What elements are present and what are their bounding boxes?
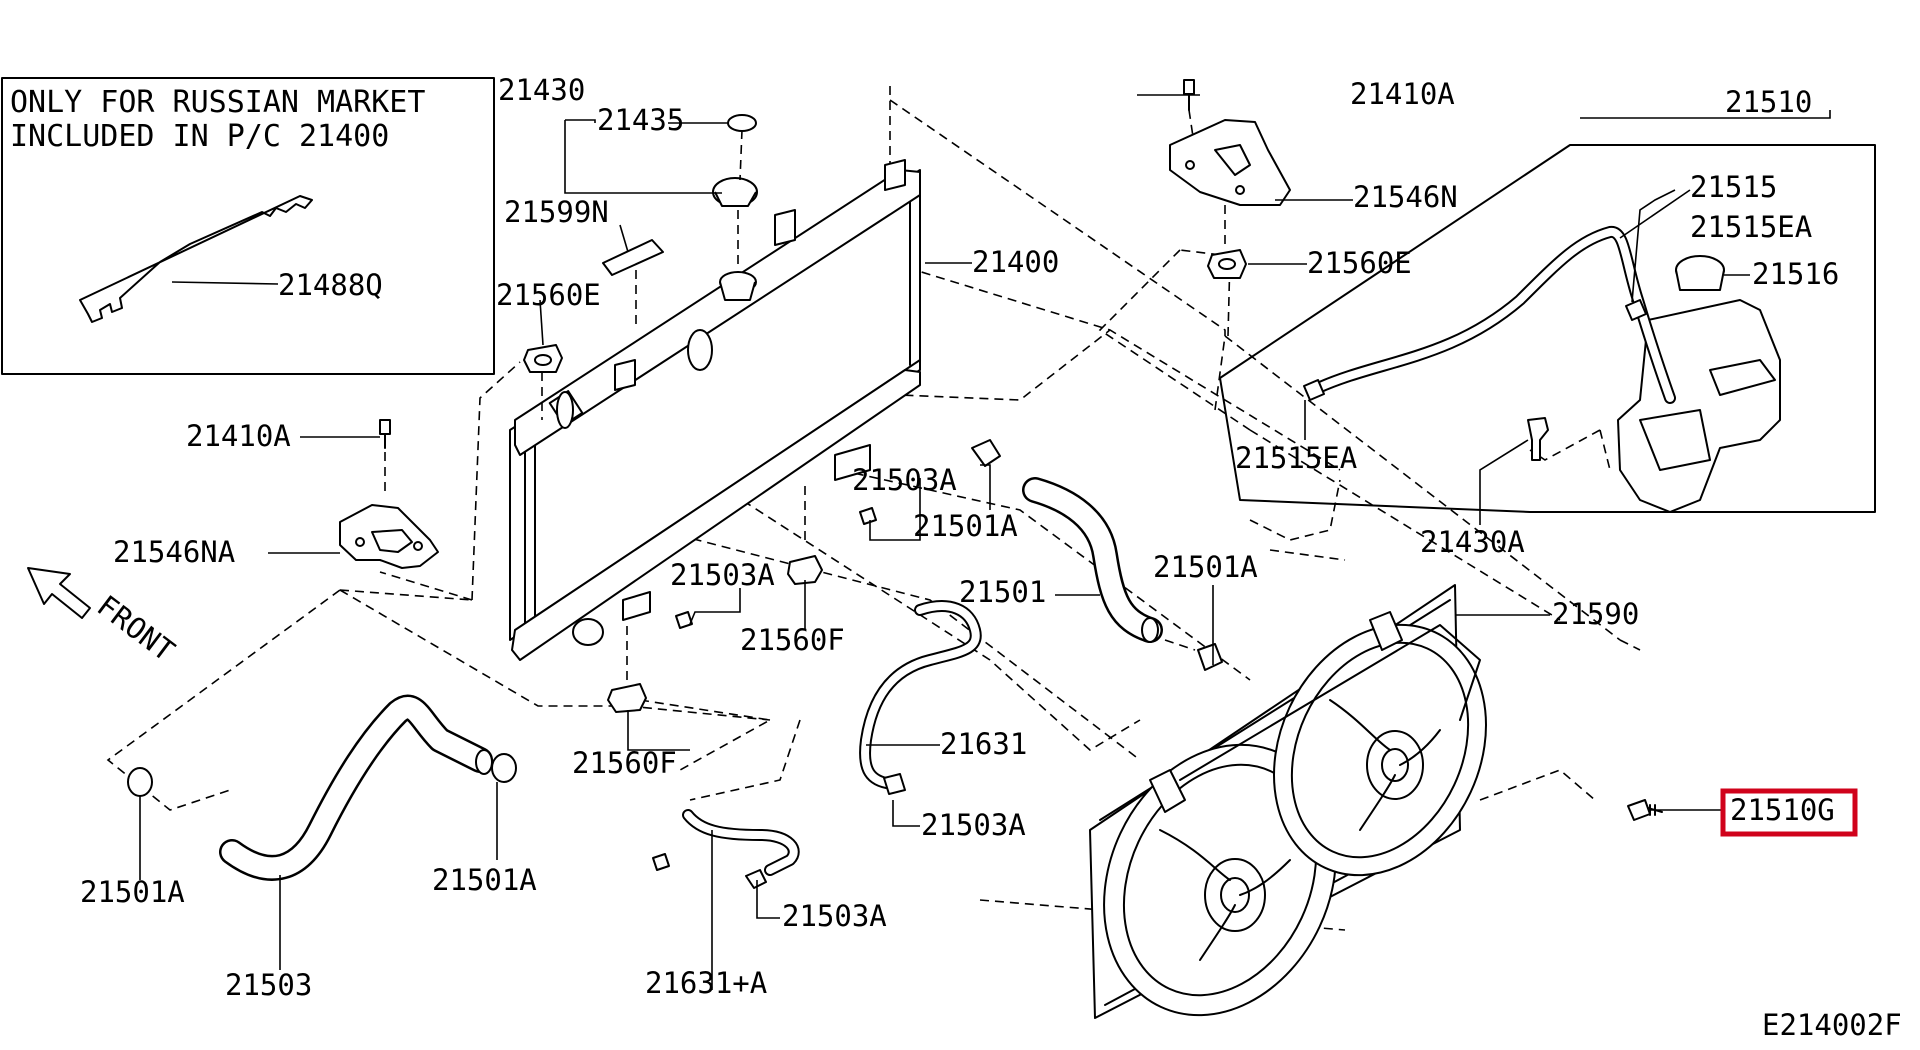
part-labels: 21430 21435 21599N 21560E 21400 21410A 2… — [80, 73, 1902, 1042]
upper-hose-21501[interactable] — [971, 439, 1223, 671]
label-plate-21599n — [602, 239, 664, 276]
label-21503a-3[interactable]: 21503A — [921, 808, 1026, 842]
assembly-dashed-lines — [106, 86, 1641, 931]
label-21516[interactable]: 21516 — [1752, 257, 1839, 291]
label-21430a[interactable]: 21430A — [1420, 525, 1525, 559]
leader-lines — [139, 94, 1831, 970]
label-21501[interactable]: 21501 — [959, 575, 1046, 609]
label-21546na[interactable]: 21546NA — [113, 535, 235, 569]
label-21510g[interactable]: 21510G — [1730, 793, 1835, 827]
label-21560e-left[interactable]: 21560E — [496, 278, 601, 312]
label-21515ea-2[interactable]: 21515EA — [1235, 441, 1357, 475]
top-bracket-parts — [1169, 79, 1291, 279]
diagram-code: E214002F — [1762, 1008, 1902, 1042]
label-21503a-2[interactable]: 21503A — [670, 558, 775, 592]
label-21400[interactable]: 21400 — [972, 245, 1059, 279]
label-21546n[interactable]: 21546N — [1353, 180, 1458, 214]
bolt-21510g[interactable] — [1627, 799, 1663, 821]
label-21503a-4[interactable]: 21503A — [782, 899, 887, 933]
radiator-21400[interactable] — [509, 114, 921, 661]
highlight-box-21510g — [1720, 788, 1858, 837]
front-arrow-icon — [27, 567, 91, 619]
label-21560f-2[interactable]: 21560F — [572, 746, 677, 780]
label-21488q[interactable]: 21488Q — [278, 268, 383, 302]
label-21515ea-1[interactable]: 21515EA — [1690, 210, 1812, 244]
fan-shroud-21590[interactable] — [1061, 584, 1525, 1050]
label-21590[interactable]: 21590 — [1552, 597, 1639, 631]
clips-and-mounts — [607, 480, 877, 871]
inset-line-1: ONLY FOR RUSSIAN MARKET — [10, 85, 425, 120]
label-21560e-top[interactable]: 21560E — [1307, 246, 1412, 280]
label-21501a-mid[interactable]: 21501A — [432, 863, 537, 897]
inset-russian-market: ONLY FOR RUSSIAN MARKET INCLUDED IN P/C … — [1, 77, 495, 375]
label-21501a-1[interactable]: 21501A — [913, 509, 1018, 543]
inset-line-2: INCLUDED IN P/C 21400 — [10, 119, 389, 154]
label-21515[interactable]: 21515 — [1690, 170, 1777, 204]
label-21599n[interactable]: 21599N — [504, 195, 609, 229]
label-21631a[interactable]: 21631+A — [645, 966, 767, 1000]
label-21501a-2[interactable]: 21501A — [1153, 550, 1258, 584]
part-21488q-bracket — [79, 195, 313, 323]
label-21410a-left[interactable]: 21410A — [186, 419, 291, 453]
label-21503[interactable]: 21503 — [225, 968, 312, 1002]
label-21430[interactable]: 21430 — [498, 73, 585, 107]
pipe-21631a[interactable] — [682, 809, 800, 990]
label-21501a-left[interactable]: 21501A — [80, 875, 185, 909]
label-21410a-top[interactable]: 21410A — [1350, 77, 1455, 111]
pipe-21631[interactable] — [859, 600, 982, 795]
label-21503a-1[interactable]: 21503A — [852, 463, 957, 497]
label-21435[interactable]: 21435 — [597, 103, 684, 137]
lower-hose-21503[interactable] — [127, 694, 517, 881]
reservoir-tank-21510[interactable] — [1219, 144, 1876, 513]
front-label: FRONT — [91, 588, 181, 668]
left-mounting-parts — [27, 344, 563, 619]
inset-frame — [1, 77, 495, 375]
label-21510[interactable]: 21510 — [1725, 85, 1812, 119]
label-21631[interactable]: 21631 — [940, 727, 1027, 761]
label-21560f-1[interactable]: 21560F — [740, 623, 845, 657]
